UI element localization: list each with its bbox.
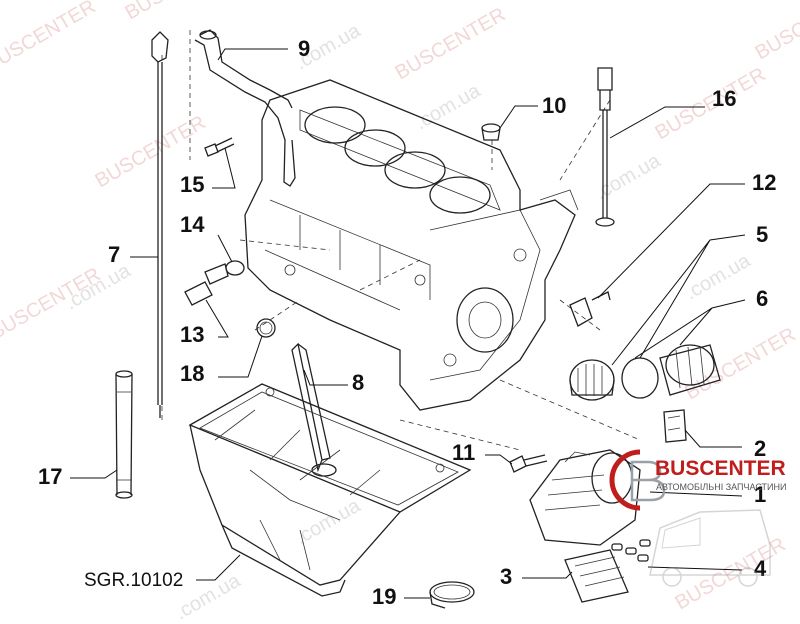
oil-cooler-3 bbox=[564, 549, 629, 603]
callout-number: 15 bbox=[180, 172, 204, 197]
diagram-reference-code: SGR.10102 bbox=[84, 570, 183, 591]
sensor-16 bbox=[595, 67, 615, 227]
callout-number: 19 bbox=[372, 584, 396, 609]
filter-element-5 bbox=[569, 359, 615, 401]
bolt-15 bbox=[204, 137, 235, 157]
callout-number: 18 bbox=[180, 361, 204, 386]
oring-18 bbox=[256, 318, 276, 338]
bolt-11 bbox=[509, 454, 548, 473]
cylinder-bore bbox=[429, 176, 491, 214]
dipstick-tube bbox=[194, 29, 296, 187]
watermark-text: BUSCENTER bbox=[652, 64, 770, 145]
filter-housing-1 bbox=[529, 449, 641, 546]
watermark-text: BUSCENTER bbox=[392, 4, 510, 85]
callout-number: 9 bbox=[298, 36, 310, 61]
watermark-text: BUSCENTER bbox=[122, 0, 240, 24]
sensor-13 bbox=[184, 263, 229, 306]
callout-number: 6 bbox=[756, 286, 768, 311]
seals-4 bbox=[611, 539, 651, 562]
cylinder-bore bbox=[384, 151, 446, 189]
engine-block bbox=[244, 79, 579, 411]
oil-pickup-tube-8 bbox=[291, 342, 337, 477]
callout-number: 2 bbox=[754, 436, 766, 461]
callout-number: 8 bbox=[352, 370, 364, 395]
callout-number: 13 bbox=[180, 322, 204, 347]
callout-labels: 9 10 16 15 12 7 14 5 6 13 18 8 11 2 17 1… bbox=[38, 36, 776, 609]
callout-number: 1 bbox=[754, 482, 766, 507]
cylinder-bore bbox=[304, 106, 366, 144]
callout-number: 11 bbox=[452, 440, 475, 465]
callout-number: 4 bbox=[754, 556, 767, 581]
logo-letter-b bbox=[630, 460, 666, 502]
bracket-12 bbox=[569, 291, 611, 327]
filter-cap-6 bbox=[659, 344, 721, 396]
logo-tagline: АВТОМОБІЛЬНІ ЗАПЧАСТИНИ bbox=[656, 482, 786, 492]
filter-seal-ring bbox=[621, 357, 659, 399]
plug-10 bbox=[481, 123, 501, 141]
watermark-text: .com.ua bbox=[682, 249, 755, 304]
callout-number: 17 bbox=[38, 464, 62, 489]
cylinder-bore bbox=[344, 129, 406, 167]
callout-number: 16 bbox=[712, 86, 736, 111]
tube-17 bbox=[115, 370, 133, 499]
watermark-text: .com.ua bbox=[412, 79, 485, 134]
gasket-2 bbox=[663, 409, 687, 443]
oil-sump bbox=[188, 383, 472, 597]
callout-number: 7 bbox=[108, 242, 120, 267]
watermark-text: BUSCENTER bbox=[0, 0, 99, 76]
leader-lines bbox=[70, 48, 746, 599]
callout-number: 10 bbox=[542, 93, 566, 118]
callout-number: 3 bbox=[500, 564, 512, 589]
watermark-text: BUSCENTER bbox=[752, 0, 800, 64]
callout-number: 12 bbox=[752, 170, 776, 195]
callout-number: 14 bbox=[180, 212, 205, 237]
hose-clamp-19 bbox=[429, 581, 475, 609]
logo-mark bbox=[609, 449, 641, 511]
callout-number: 5 bbox=[756, 222, 768, 247]
dipstick bbox=[151, 31, 169, 418]
logo-wordmark: BUSCENTER bbox=[655, 457, 786, 480]
buscenter-logo: BUSCENTER АВТОМОБІЛЬНІ ЗАПЧАСТИНИ bbox=[609, 449, 786, 587]
van-icon bbox=[649, 509, 771, 587]
watermark-text: BUSCENTER bbox=[682, 324, 800, 405]
oring-14 bbox=[225, 260, 245, 276]
